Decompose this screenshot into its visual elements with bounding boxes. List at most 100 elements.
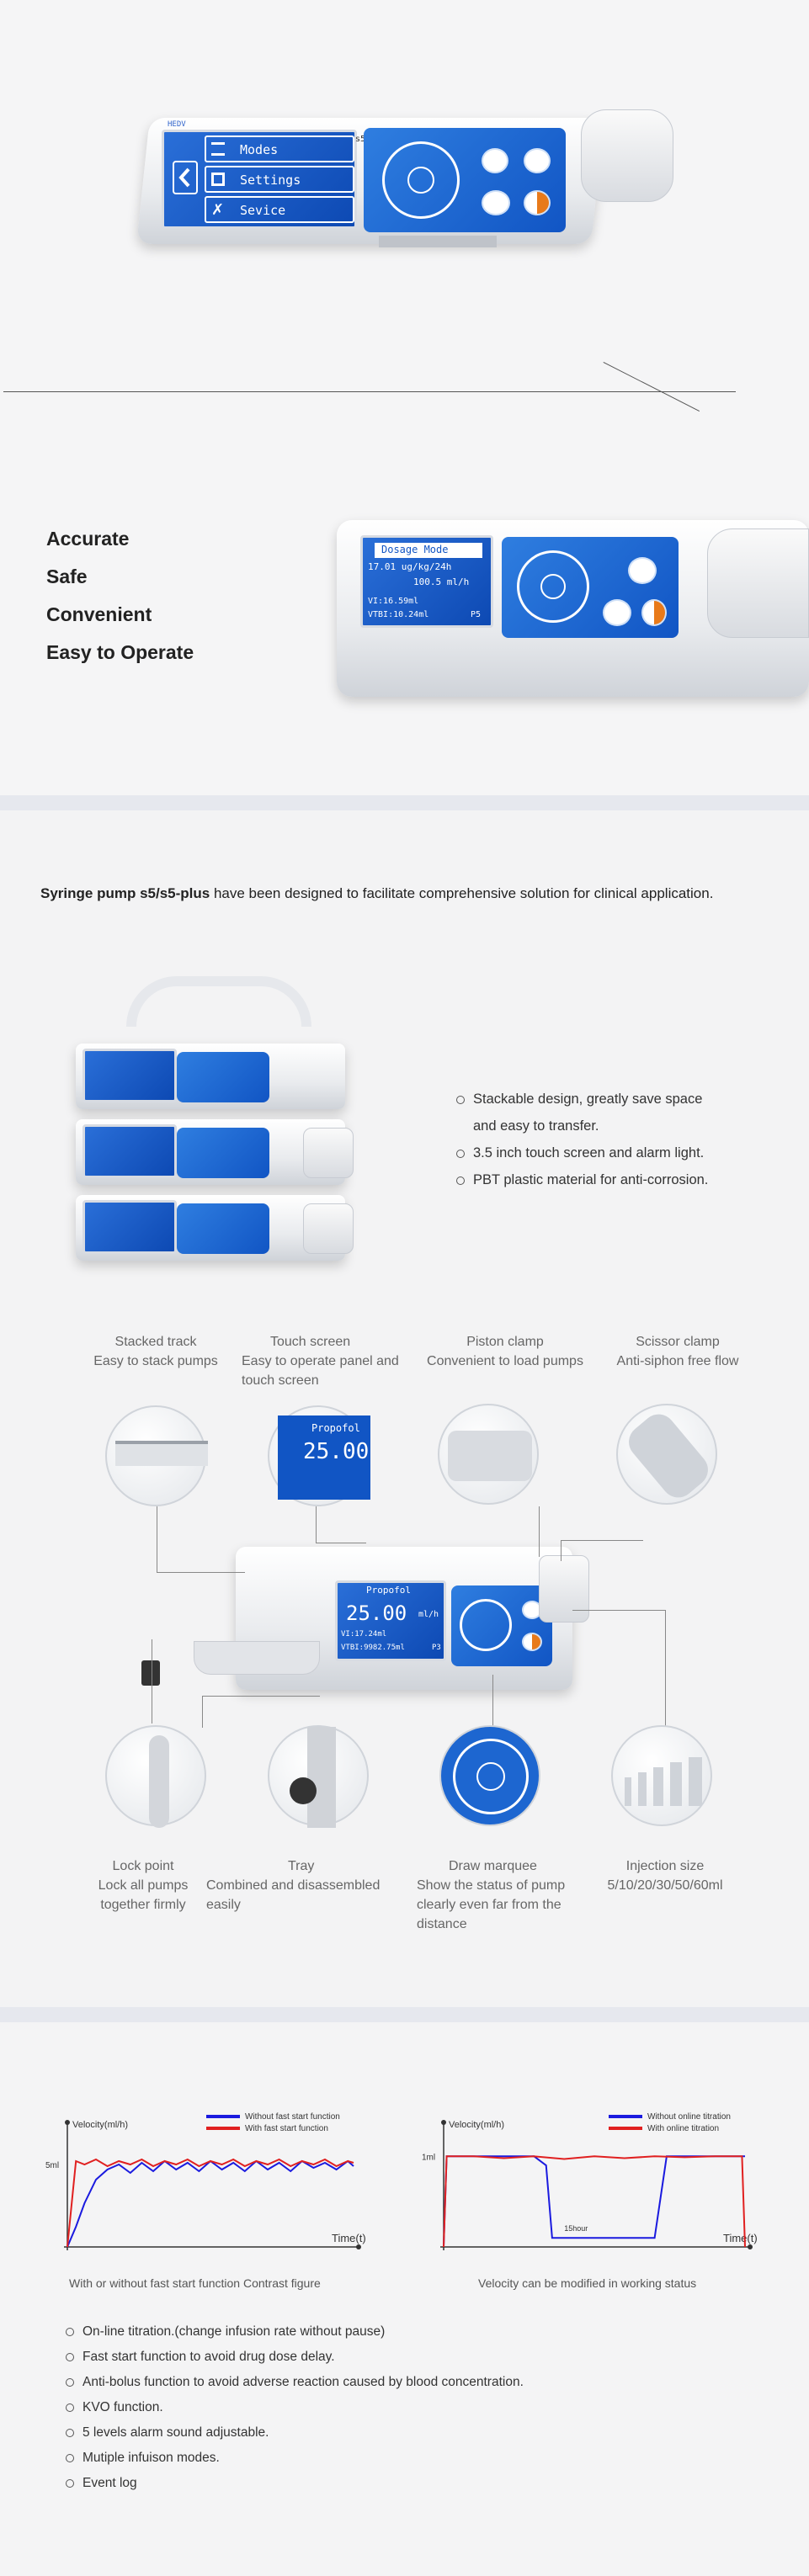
feature-pump-image: Dosage Mode 17.01 ug/kg/24h 100.5 ml/h V… — [337, 503, 809, 705]
power-button-icon — [628, 557, 657, 584]
leader-line — [157, 1572, 245, 1573]
back-chevron-icon — [173, 161, 198, 194]
performance-section — [0, 2022, 809, 2576]
tray-detail-image — [268, 1725, 369, 1828]
divider-line — [3, 391, 736, 392]
callout-draw-marquee: Draw marquee Show the status of pump cle… — [417, 1859, 566, 1931]
legend-swatch-1 — [206, 2127, 240, 2130]
tray-image — [194, 1641, 320, 1675]
scissor-clamp-detail-image — [616, 1404, 717, 1505]
screen-vi: VI:16.59ml — [368, 597, 419, 606]
chart-caption-titration: Velocity can be modified in working stat… — [478, 2276, 697, 2290]
bolus-button-icon — [482, 190, 510, 215]
callout-lock-point: Lock point Lock all pumps together firml… — [98, 1859, 189, 1912]
hero-syringe-clamp — [581, 109, 673, 202]
home-icon — [407, 167, 434, 194]
tagline-convenient: Convenient — [46, 603, 152, 625]
feature-item: PBT plastic material for anti-corrosion. — [456, 1166, 708, 1193]
feature-control-panel — [502, 537, 679, 638]
dosage-screen: Dosage Mode 17.01 ug/kg/24h 100.5 ml/h V… — [360, 535, 493, 628]
piston-clamp-detail-image — [438, 1404, 539, 1505]
menu-item-modes: Modes — [205, 135, 354, 162]
stacked-pumps-image — [76, 976, 370, 1267]
feature-syringe-clamp — [707, 528, 809, 638]
alarm-silence-button-icon — [524, 190, 551, 215]
y-tick-label: 5ml — [45, 2161, 59, 2170]
chart-annotation: 15hour — [564, 2224, 588, 2233]
stack-screen-2 — [82, 1124, 177, 1178]
list-item: Event log — [66, 2471, 524, 2496]
feature-list: Stackable design, greatly save space and… — [456, 1086, 708, 1193]
list-item: 5 levels alarm sound adjustable. — [66, 2420, 524, 2446]
list-item: On-line titration.(change infusion rate … — [66, 2319, 524, 2345]
tagline-safe: Safe — [46, 566, 88, 587]
lock-point-detail-image — [105, 1725, 206, 1828]
axis-end-dot — [356, 2244, 361, 2249]
series-line-1 — [443, 2155, 746, 2248]
callout-piston-clamp: Piston clamp Convenient to load pumps — [427, 1335, 583, 1368]
hero-pump-image: HEDV Modes Settings ✗ Sevice s5 — [136, 109, 682, 261]
alarm-silence-button-icon — [522, 1633, 542, 1651]
home-icon — [540, 574, 566, 599]
series-line-0 — [67, 2159, 354, 2248]
function-bullet-list: On-line titration.(change infusion rate … — [66, 2319, 524, 2496]
leader-line — [572, 1610, 665, 1611]
callout-touch-screen: Touch screen Easy to operate panel and t… — [242, 1335, 399, 1388]
list-item: Fast start function to avoid drug dose d… — [66, 2345, 524, 2370]
series-line-0 — [443, 2155, 745, 2248]
feature-item: 3.5 inch touch screen and alarm light. — [456, 1139, 708, 1166]
hero-control-panel — [364, 128, 566, 232]
screen-mode-title: Dosage Mode — [381, 544, 449, 555]
hero-pump-screen: HEDV Modes Settings ✗ Sevice — [162, 120, 357, 229]
intro-text: Syringe pump s5/s5-plus have been design… — [40, 885, 713, 902]
stack-screen-1 — [82, 1049, 177, 1102]
legend-swatch-1 — [609, 2127, 642, 2130]
legend-label-0: Without online titration — [647, 2112, 731, 2122]
hero-model-label: s5 — [355, 135, 366, 144]
leader-line — [202, 1696, 203, 1728]
touch-screen-detail-image: Propofol 25.00 — [268, 1405, 370, 1506]
leader-line — [561, 1540, 562, 1561]
feature-item: Stackable design, greatly save space — [456, 1086, 708, 1113]
leader-line — [561, 1540, 643, 1541]
leader-line — [202, 1696, 320, 1697]
draw-marquee-detail-image — [439, 1725, 540, 1826]
legend-swatch-0 — [609, 2115, 642, 2118]
navigation-wheel-icon — [517, 550, 589, 623]
chart-caption-fast-start: With or without fast start function Cont… — [69, 2276, 321, 2290]
list-item: KVO function. — [66, 2395, 524, 2420]
menu-item-settings: Settings — [205, 166, 354, 193]
list-icon — [211, 142, 225, 156]
detail-rate-label: 25.00 — [303, 1439, 370, 1464]
stacked-track-detail-image — [105, 1405, 208, 1506]
leader-line — [665, 1610, 666, 1726]
screen-dose-rate: 17.01 ug/kg/24h — [368, 561, 452, 572]
legend-label-0: Without fast start function — [245, 2112, 340, 2122]
y-axis-label: Velocity(ml/h) — [449, 2120, 504, 2130]
hero-pump-foot — [379, 236, 497, 247]
bolus-button-icon — [603, 599, 631, 626]
injection-size-detail-image — [611, 1725, 712, 1826]
grid-icon — [211, 173, 225, 186]
list-item: Anti-bolus function to avoid adverse rea… — [66, 2370, 524, 2395]
callout-tray: Tray Combined and disassembled easily — [206, 1859, 381, 1912]
navigation-wheel-icon — [382, 141, 460, 219]
tagline-accurate: Accurate — [46, 528, 130, 550]
hero-brand-label: HEDV — [168, 120, 186, 129]
power-button-icon — [524, 148, 551, 173]
stack-screen-3 — [82, 1200, 177, 1254]
start-stop-button-icon — [482, 148, 508, 173]
legend-label-1: With online titration — [647, 2124, 719, 2133]
tagline-easy-to-operate: Easy to Operate — [46, 641, 194, 663]
leader-line — [492, 1675, 493, 1730]
legend-swatch-0 — [206, 2115, 240, 2118]
section-divider-band — [0, 2007, 809, 2022]
leader-line — [539, 1506, 540, 1557]
center-pump-screen: Propofol 25.00 ml/h VI:17.24ml VTBI:9982… — [335, 1580, 446, 1661]
y-axis-label: Velocity(ml/h) — [72, 2120, 128, 2130]
section-divider-band — [0, 795, 809, 810]
legend-label-1: With fast start function — [245, 2124, 328, 2133]
axis-end-dot — [65, 2120, 70, 2125]
list-item: Mutiple infuison modes. — [66, 2446, 524, 2471]
